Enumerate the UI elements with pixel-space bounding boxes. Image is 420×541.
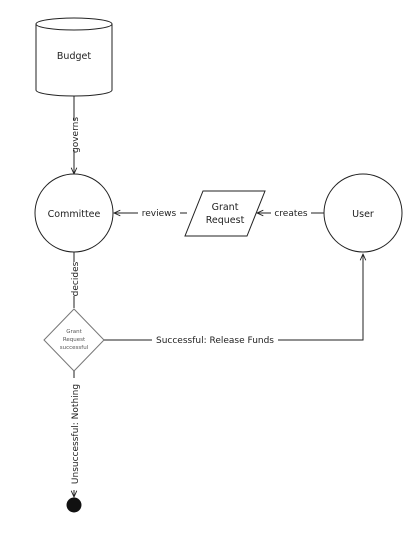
end-node[interactable] bbox=[66, 497, 82, 513]
decision-label-line1: Grant bbox=[66, 329, 82, 335]
edge-governs[interactable]: governs bbox=[71, 96, 81, 174]
edge-creates[interactable]: creates bbox=[257, 209, 324, 219]
edge-decides-label: decides bbox=[71, 261, 81, 296]
grant-request-node[interactable]: Grant Request bbox=[184, 190, 266, 237]
edge-successful[interactable]: Successful: Release Funds bbox=[104, 254, 363, 346]
edge-decides[interactable]: decides bbox=[71, 252, 81, 308]
user-label: User bbox=[352, 209, 374, 220]
edge-successful-label: Successful: Release Funds bbox=[156, 336, 274, 346]
decision-diamond[interactable]: Grant Request successful bbox=[43, 308, 105, 372]
budget-cylinder[interactable]: Budget bbox=[35, 17, 113, 97]
grant-request-label-line1: Grant bbox=[212, 202, 239, 213]
edge-unsuccessful[interactable]: Unsuccessful: Nothing bbox=[71, 371, 81, 497]
edge-governs-label: governs bbox=[71, 117, 81, 153]
grant-request-label-line2: Request bbox=[206, 215, 245, 226]
budget-label: Budget bbox=[57, 51, 91, 62]
committee-node[interactable]: Committee bbox=[34, 173, 114, 253]
user-node[interactable]: User bbox=[323, 173, 403, 253]
edge-creates-label: creates bbox=[274, 209, 308, 219]
edge-unsuccessful-label: Unsuccessful: Nothing bbox=[71, 384, 81, 484]
edge-reviews-label: reviews bbox=[142, 209, 177, 219]
edge-reviews[interactable]: reviews bbox=[114, 209, 187, 219]
decision-label-line2: Request bbox=[63, 337, 86, 343]
decision-label-line3: successful bbox=[60, 345, 89, 351]
committee-label: Committee bbox=[48, 209, 101, 220]
